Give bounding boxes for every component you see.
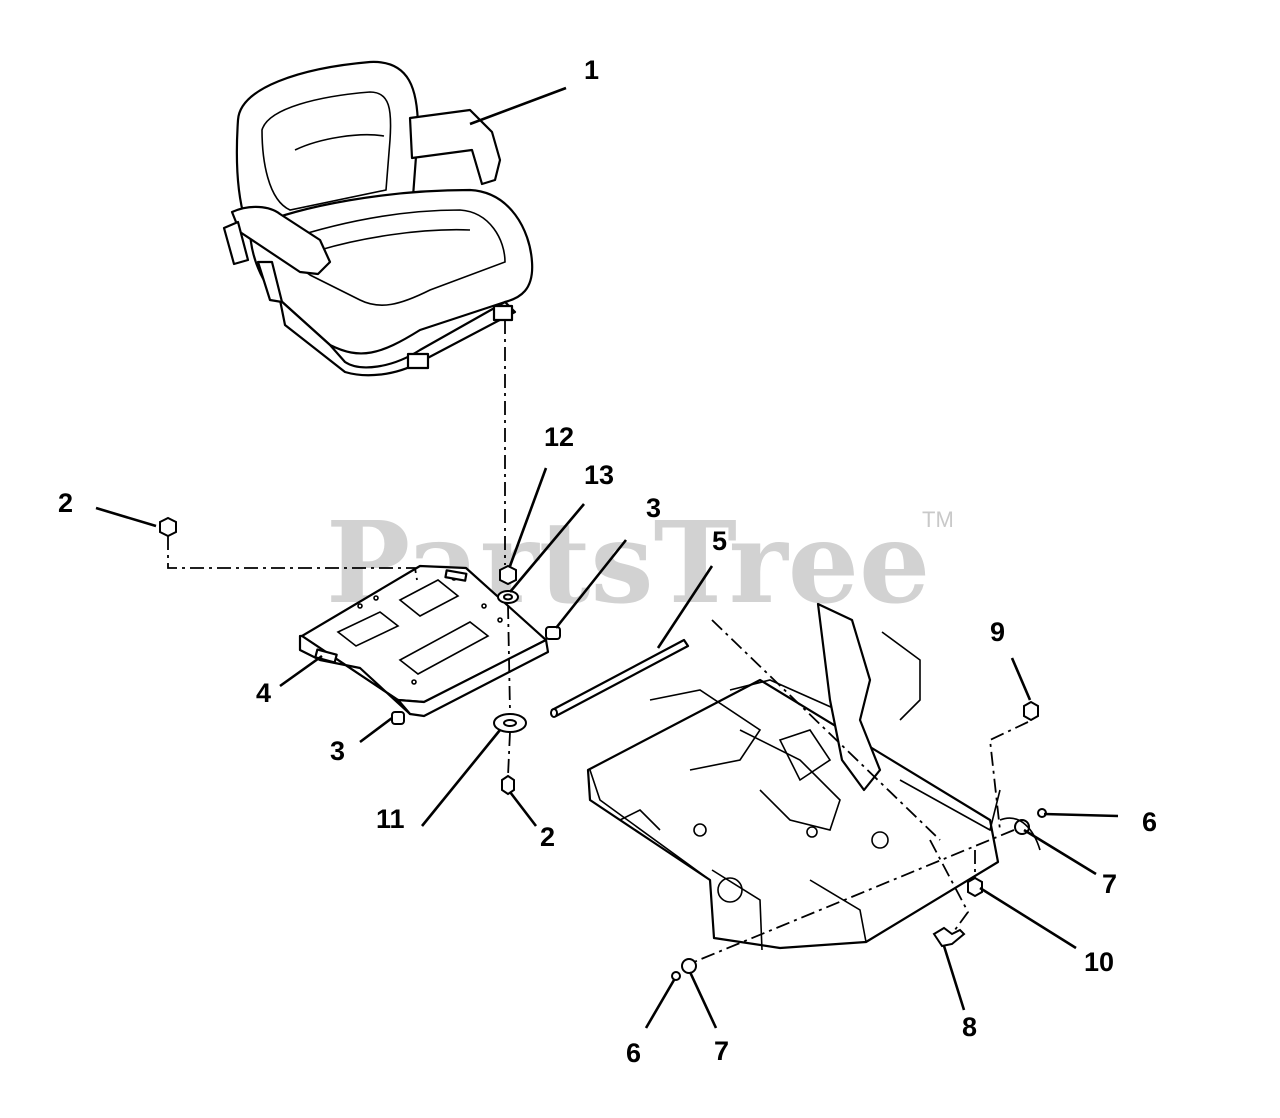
watermark-trademark: TM (922, 507, 954, 532)
seat-mounting-plate-part[interactable] (298, 564, 550, 718)
callout-8: 8 (962, 1012, 977, 1042)
nut-2-lower[interactable] (501, 774, 515, 796)
hardware-items (159, 516, 1047, 981)
callout-6-right: 6 (1142, 807, 1157, 837)
seat-part[interactable] (222, 60, 534, 377)
mower-frame-part (586, 602, 1041, 951)
callout-labels: 1 12 13 2 3 5 9 4 3 6 11 2 7 10 8 6 7 (58, 55, 1157, 1068)
washer-11-hole (503, 719, 517, 727)
nut-2-upper[interactable] (159, 516, 177, 538)
bushing-3-left[interactable] (391, 711, 405, 725)
callout-13: 13 (584, 460, 614, 490)
callout-5: 5 (712, 526, 727, 556)
washer-13-hole (503, 593, 513, 601)
callout-11: 11 (376, 804, 405, 834)
callout-1: 1 (584, 55, 599, 85)
bushing-3-right[interactable] (545, 626, 561, 640)
callout-6-left: 6 (626, 1038, 641, 1068)
pivot-rod-part[interactable] (550, 638, 690, 718)
callout-2-upper: 2 (58, 488, 73, 518)
callout-7-left: 7 (714, 1036, 729, 1066)
nut-12[interactable] (499, 564, 517, 586)
pin-6-left[interactable] (671, 971, 681, 981)
callout-4: 4 (256, 678, 271, 708)
callout-3-left: 3 (330, 736, 345, 766)
callout-7-right: 7 (1102, 869, 1117, 899)
nut-9[interactable] (1023, 700, 1039, 722)
nut-10[interactable] (967, 876, 983, 898)
callout-9: 9 (990, 617, 1005, 647)
callout-2-lower: 2 (540, 822, 555, 852)
assembly-lines (167, 320, 1029, 963)
callout-12: 12 (544, 422, 574, 452)
leader-lines (95, 86, 1119, 1029)
bolt-8[interactable] (932, 926, 966, 948)
callout-3-right: 3 (646, 493, 661, 523)
washer-7-left[interactable] (681, 958, 697, 974)
callout-10: 10 (1084, 947, 1114, 977)
